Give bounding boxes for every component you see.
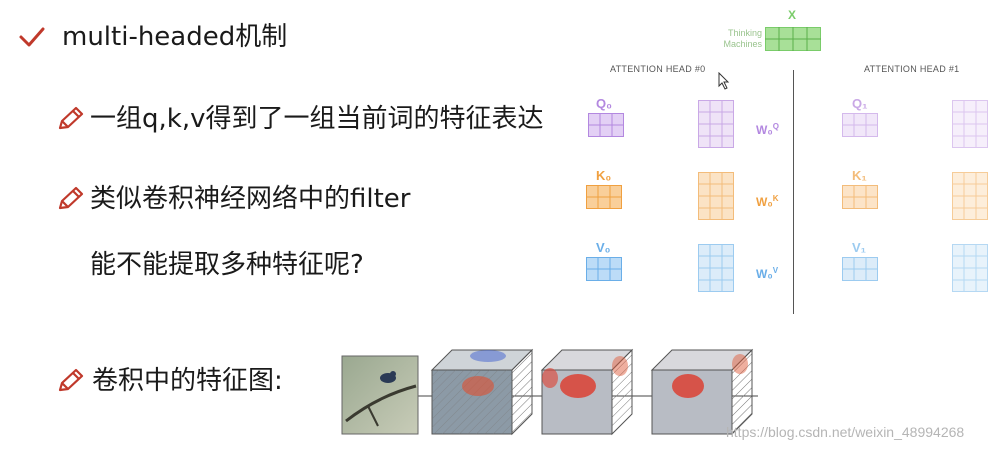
pencil-icon: [56, 106, 84, 132]
input-word-2: Machines: [723, 39, 762, 49]
k0-label: K₀: [596, 168, 612, 183]
v1-label: V₁: [852, 240, 867, 255]
k0-matrix: [586, 185, 622, 213]
bullet-filter-question: 能不能提取多种特征呢?: [90, 250, 364, 280]
q0-label: Q₀: [596, 96, 612, 111]
x-matrix: [765, 27, 821, 51]
input-word-1: Thinking: [727, 28, 762, 38]
bullet-feature-map: 卷积中的特征图:: [92, 366, 283, 396]
cnn-feature-map-illustration: [338, 326, 758, 440]
v0-label: V₀: [596, 240, 611, 255]
v0-matrix: [586, 257, 622, 285]
x-label: X: [788, 8, 797, 22]
cursor-icon: [718, 71, 730, 94]
wk1-matrix: [952, 172, 988, 224]
input-label: Thinking Machines: [714, 28, 762, 50]
k1-matrix: [842, 185, 878, 213]
wv0-matrix: [698, 244, 734, 296]
pencil-icon: [56, 368, 84, 394]
bullet-multi-headed: multi-headed机制: [62, 22, 288, 52]
q1-label: Q₁: [852, 96, 868, 111]
wq0-matrix: [698, 100, 734, 152]
head-divider: [793, 70, 794, 314]
bullet-filter: 类似卷积神经网络中的filter: [90, 184, 411, 214]
head1-title: ATTENTION HEAD #1: [864, 64, 960, 74]
v1-matrix: [842, 257, 878, 285]
pencil-icon: [56, 186, 84, 212]
q0-matrix: [588, 113, 624, 141]
wv0-label: W₀V: [756, 266, 779, 281]
wq1-matrix: [952, 100, 988, 152]
check-icon: [18, 26, 46, 48]
wv1-matrix: [952, 244, 988, 296]
wk0-matrix: [698, 172, 734, 224]
wk0-label: W₀K: [756, 194, 779, 209]
bullet-qkv: 一组q,k,v得到了一组当前词的特征表达: [90, 104, 544, 134]
watermark: https://blog.csdn.net/weixin_48994268: [726, 424, 965, 440]
wq0-label: W₀Q: [756, 122, 779, 137]
head0-title: ATTENTION HEAD #0: [610, 64, 706, 74]
k1-label: K₁: [852, 168, 867, 183]
q1-matrix: [842, 113, 878, 141]
